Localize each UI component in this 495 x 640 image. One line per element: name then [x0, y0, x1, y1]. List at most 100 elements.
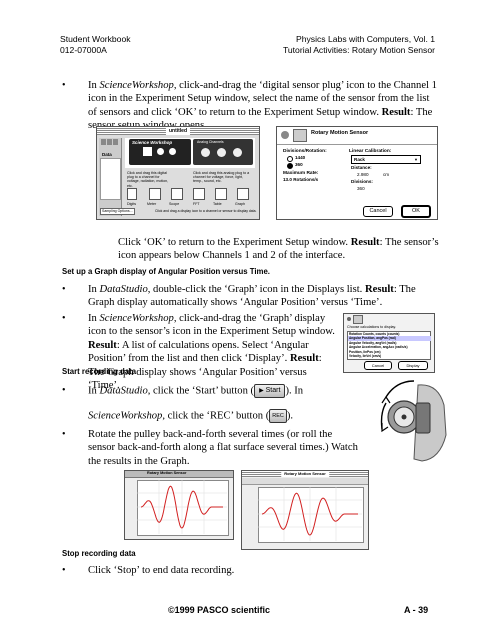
radio-icon	[347, 317, 351, 321]
distance-label: Distance:	[351, 165, 372, 170]
cancel-button[interactable]: Cancel	[363, 206, 393, 217]
bullet-dot: •	[62, 385, 66, 396]
step-text: , double-click the ‘Graph’ icon in the D…	[147, 284, 365, 295]
divisions-value[interactable]: 360	[357, 186, 365, 191]
rack-select[interactable]: Rack ▼	[351, 155, 421, 164]
step-start-recording: In DataStudio, click the ‘Start’ button …	[88, 384, 304, 398]
app-name: ScienceWorkshop	[99, 313, 174, 324]
step-text: , click the ‘Start’ button (	[147, 385, 255, 397]
header-left: Student Workbook 012-07000A	[60, 34, 131, 56]
step-text: Click ‘Stop’ to end data recording.	[88, 565, 235, 576]
scope-icon[interactable]	[171, 188, 183, 200]
angular-position-line	[140, 485, 223, 529]
step-text: ). In	[285, 385, 304, 397]
graph-label: Graph	[235, 202, 245, 206]
bullet-dot: •	[62, 565, 66, 576]
meter-icon[interactable]	[149, 188, 161, 200]
rec-button-label: REC	[272, 413, 284, 419]
bullet-dot: •	[62, 284, 66, 295]
data-label: Data	[102, 152, 112, 157]
step-text: ).	[286, 410, 294, 422]
graph-icon[interactable]	[237, 188, 249, 200]
calc-list: Rotation Counts, counts (counts) Angular…	[347, 331, 431, 360]
radio-icon	[281, 131, 289, 139]
table-icon[interactable]	[215, 188, 227, 200]
page-number: A - 39	[404, 605, 429, 615]
display-button[interactable]: Display	[398, 361, 428, 370]
radio-360[interactable]	[287, 163, 293, 169]
calc-item[interactable]: Rotation Counts, counts (counts)	[349, 332, 400, 336]
bullet-dot: •	[62, 313, 66, 324]
sampling-options-button[interactable]: Sampling Options...	[100, 208, 135, 215]
digital-plug-icon[interactable]	[143, 147, 152, 156]
divisions-label: Divisions:	[351, 179, 373, 184]
sensor-body	[415, 402, 431, 434]
mon-icon[interactable]	[107, 139, 112, 145]
display-icons	[125, 187, 255, 203]
calc-item[interactable]: Angular Velocity, angVel (rad/s)	[349, 340, 397, 345]
option-1440-label: 1440	[295, 155, 306, 160]
channel-1-icon[interactable]	[157, 148, 164, 155]
result-label: Result	[364, 284, 394, 295]
copyright: ©1999 PASCO scientific	[168, 605, 271, 615]
distance-value[interactable]: 2.980	[357, 172, 369, 177]
table-label: Table	[213, 202, 222, 206]
chevron-down-icon: ▼	[414, 157, 418, 162]
fft-icon[interactable]	[193, 188, 205, 200]
app-name: ScienceWorkshop	[99, 80, 174, 91]
graph-screenshot-scienceworkshop: Rotary Motion Sensor	[241, 470, 369, 550]
sidebar: Data Sampling Options...	[99, 138, 135, 216]
section-heading-start: Start recording data	[62, 367, 137, 376]
divider	[277, 144, 437, 145]
divisions-rotation-label: Divisions/Rotation:	[283, 149, 327, 154]
digits-icon[interactable]	[127, 188, 137, 200]
sensor-icon	[293, 129, 307, 142]
start-button[interactable]: ▶ Start	[254, 384, 286, 398]
ok-button[interactable]: OK	[401, 205, 431, 218]
calc-prompt: Choose calculations to display.	[347, 325, 397, 329]
max-rate-label: Maximum Rate:	[283, 171, 319, 176]
max-rate-value: 13.0 Rotations/s	[283, 177, 319, 182]
header-right: Physics Labs with Computers, Vol. 1 Tuto…	[283, 34, 435, 56]
step-text: , click-and-drag the ‘Graph’ display ico…	[88, 313, 335, 338]
calculations-dialog: Choose calculations to display. Rotation…	[343, 313, 435, 373]
data-list	[100, 158, 121, 200]
rec-button[interactable]: REC	[269, 409, 287, 423]
radio-1440[interactable]	[287, 156, 293, 162]
analog-channel-a-icon[interactable]	[201, 148, 210, 157]
result-label: Result	[88, 339, 117, 351]
graph-title: Rotary Motion Sensor	[281, 471, 329, 477]
sensor-setup-dialog: Rotary Motion Sensor Divisions/Rotation:…	[276, 126, 438, 220]
interface-area: Science Workshop Analog Channels	[125, 138, 255, 168]
result-text: : The Graph display automatically shows …	[88, 284, 416, 309]
calc-item[interactable]: Velocity, linVel (cm/s)	[349, 354, 382, 358]
cancel-button[interactable]: Cancel	[364, 361, 392, 370]
result-text: : The sensor’s icon appears below Channe…	[118, 237, 439, 262]
result-text: : The Graph display shows ‘Angular Posit…	[88, 353, 322, 392]
meter-label: Meter	[147, 202, 157, 206]
analog-channel-b-icon[interactable]	[217, 148, 226, 157]
stop-icon[interactable]	[113, 139, 118, 145]
digits-label: Digits	[127, 202, 136, 206]
graph-screenshot-datastudio: Rotary Motion Sensor	[124, 470, 234, 540]
calc-item[interactable]: Position, linPos (cm)	[349, 349, 381, 354]
calc-item-selected[interactable]: Angular Position, angPos (rad)	[348, 336, 431, 341]
workbook-title: Student Workbook	[60, 34, 131, 44]
analog-label: Analog Channels	[197, 140, 224, 144]
calc-item[interactable]: Angular Acceleration, angAcc (rad/s/s)	[349, 345, 408, 349]
channel-2-icon[interactable]	[169, 148, 176, 155]
graph-title: Rotary Motion Sensor	[147, 471, 187, 475]
rec-icon[interactable]	[101, 139, 106, 145]
linear-calibration-label: Linear Calibration:	[349, 149, 392, 154]
sensor-icon	[353, 315, 363, 324]
option-360-label: 360	[295, 162, 303, 167]
step-scienceworkshop-graph: In ScienceWorkshop, click-and-drag the ‘…	[88, 313, 335, 392]
analog-hint: Click and drag this analog plug to a cha…	[193, 171, 250, 184]
bullet-dot: •	[62, 429, 66, 440]
plot-svg	[258, 487, 362, 541]
bullet-dot: •	[62, 80, 66, 91]
step-click-ok: Click ‘OK’ to return to the Experiment S…	[118, 236, 448, 263]
analog-channel-c-icon[interactable]	[233, 148, 242, 157]
section-heading-stop: Stop recording data	[62, 549, 136, 558]
fft-label: FFT	[193, 202, 200, 206]
